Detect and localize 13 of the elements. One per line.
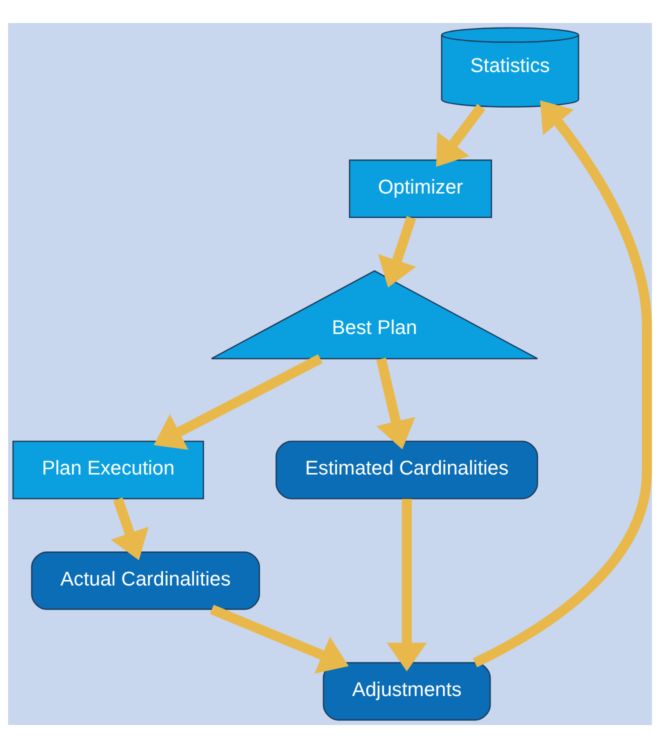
node-box: Actual Cardinalities (31, 551, 260, 610)
node-box: Adjustments (322, 662, 491, 721)
arrow (110, 497, 149, 560)
arrow (436, 104, 486, 167)
arrow (472, 100, 652, 668)
arrow (154, 354, 323, 450)
arrow (386, 498, 427, 672)
arrow (210, 604, 349, 674)
arrow (376, 358, 416, 450)
node-box: Estimated Cardinalities (276, 440, 538, 500)
node-box: Optimizer (348, 160, 492, 218)
node-box: Plan Execution (12, 440, 204, 500)
arrow (378, 216, 416, 288)
